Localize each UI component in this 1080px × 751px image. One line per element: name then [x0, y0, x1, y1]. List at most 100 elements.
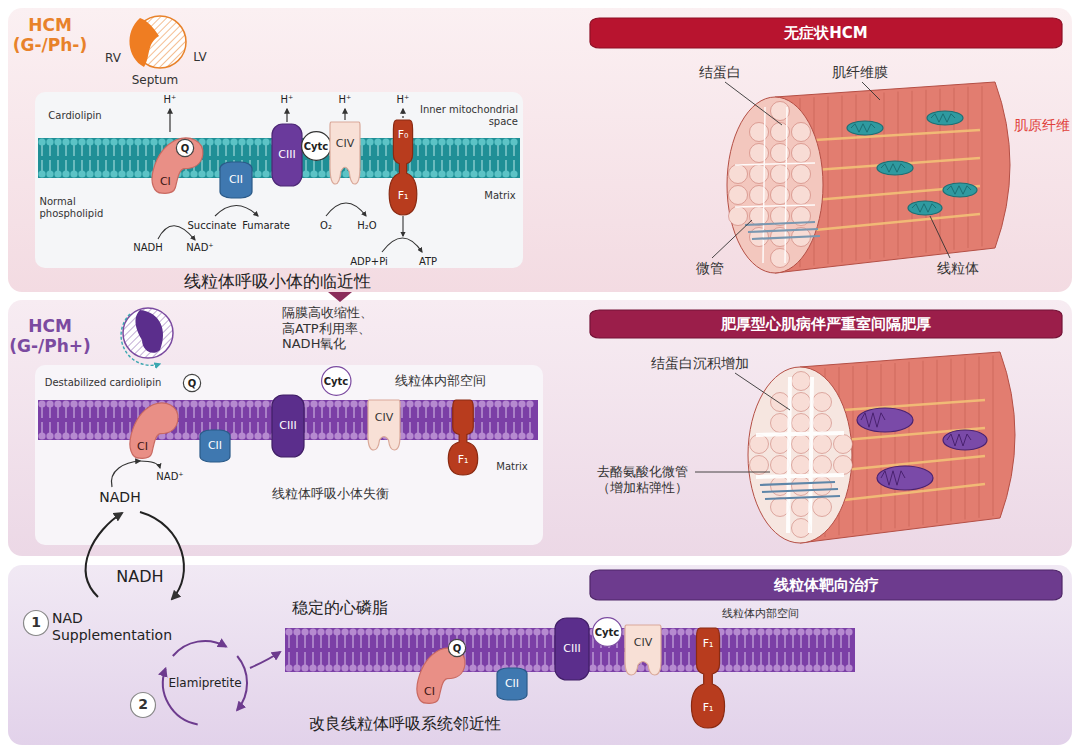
lipid-tail	[354, 406, 355, 418]
myofibril	[834, 435, 853, 454]
complex-iv: CIV	[368, 400, 400, 450]
lipid-tail	[130, 422, 131, 434]
lipid-tail	[386, 160, 387, 172]
striation	[936, 360, 937, 523]
lipid-tail	[266, 406, 267, 418]
lipid-tail	[138, 144, 139, 156]
circle-shape	[176, 139, 193, 156]
lipid-head	[70, 400, 77, 407]
mitochondrion	[877, 466, 933, 490]
node-text: Q	[181, 143, 190, 154]
lipid-tail	[50, 406, 51, 418]
carrier-circle: Cytc	[321, 366, 352, 396]
lipid-tail	[497, 652, 498, 666]
lipid-tail	[210, 406, 211, 418]
lipid-head	[597, 664, 604, 671]
lipid-tail	[114, 144, 115, 156]
lipid-tail	[442, 144, 443, 156]
lipid-tail	[530, 422, 531, 434]
lipid-head	[845, 628, 852, 635]
node-text: Q	[188, 378, 197, 389]
label-text: LV	[193, 50, 207, 64]
lipid-tail	[322, 406, 323, 418]
lipid-head	[741, 628, 748, 635]
label-text: 线粒体内部空间	[722, 607, 799, 620]
lipid-tail	[450, 422, 451, 434]
lipid-tail	[106, 422, 107, 434]
reaction-arrow	[215, 206, 258, 217]
lipid-tail	[338, 422, 339, 434]
lipid-tail	[441, 634, 442, 648]
lipid-head	[358, 432, 365, 439]
lipid-tail	[42, 160, 43, 172]
lipid-tail	[745, 634, 746, 648]
lipid-tail	[450, 160, 451, 172]
label-text: H⁺	[164, 94, 177, 106]
lipid-tail	[841, 634, 842, 648]
lipid-tail	[114, 160, 115, 172]
node-text: CII	[208, 440, 222, 452]
complex-shape	[272, 124, 302, 186]
lipid-tail	[481, 634, 482, 648]
lipid-head	[685, 664, 692, 671]
lipid-head	[349, 628, 356, 635]
complex-shape	[330, 122, 360, 184]
lipid-tail	[418, 422, 419, 434]
lipid-tail	[521, 634, 522, 648]
lipid-tail	[122, 422, 123, 434]
complex-shape	[555, 618, 589, 680]
label-text: ADP+Pi	[350, 256, 388, 268]
myofibril	[813, 414, 832, 433]
lipid-head	[126, 138, 133, 145]
lipid-tail	[505, 652, 506, 666]
complex-block: CIII	[272, 124, 302, 186]
cristae	[881, 471, 905, 485]
lipid-tail	[793, 652, 794, 666]
lipid-tail	[809, 652, 810, 666]
lipid-tail	[377, 634, 378, 648]
lipid-tail	[785, 652, 786, 666]
lipid-tail	[393, 652, 394, 666]
lipid-head	[70, 170, 77, 177]
lipid-tail	[482, 144, 483, 156]
lipid-tail	[801, 652, 802, 666]
lipid-head	[366, 170, 373, 177]
lipid-head	[493, 628, 500, 635]
lipid-tail	[106, 160, 107, 172]
circle-shape	[321, 367, 350, 396]
lipid-tail	[266, 160, 267, 172]
lipid-head	[174, 432, 181, 439]
lipid-tail	[737, 652, 738, 666]
motion-arrow	[121, 314, 160, 365]
lipid-head	[494, 170, 501, 177]
lipid-tail	[529, 634, 530, 648]
banner-shape	[590, 310, 1062, 338]
lipid-tail	[410, 406, 411, 418]
lipid-head	[486, 432, 493, 439]
lipid-tail	[377, 652, 378, 666]
lipid-head	[373, 628, 380, 635]
lipid-tail	[785, 634, 786, 648]
carrier-circle: Cytc	[592, 617, 623, 647]
lipid-tail	[369, 634, 370, 648]
lipid-head	[517, 628, 524, 635]
lipid-head	[38, 170, 45, 177]
lipid-tail	[289, 652, 290, 666]
lipid-tail	[130, 160, 131, 172]
lipid-tail	[681, 652, 682, 666]
lipid-tail	[458, 160, 459, 172]
lipid-head	[533, 628, 540, 635]
label-text: 线粒体内部空间	[395, 373, 486, 389]
muscle-fiber	[748, 352, 1015, 543]
lipid-head	[166, 432, 173, 439]
lipid-tail	[425, 634, 426, 648]
lipid-head	[182, 170, 189, 177]
lipid-tail	[689, 652, 690, 666]
myofibril	[813, 435, 832, 454]
lipid-tail	[66, 406, 67, 418]
myofibril	[834, 456, 853, 475]
lipid-head	[510, 170, 517, 177]
lipid-tail	[729, 652, 730, 666]
lipid-head	[302, 170, 309, 177]
lipid-tail	[90, 160, 91, 172]
